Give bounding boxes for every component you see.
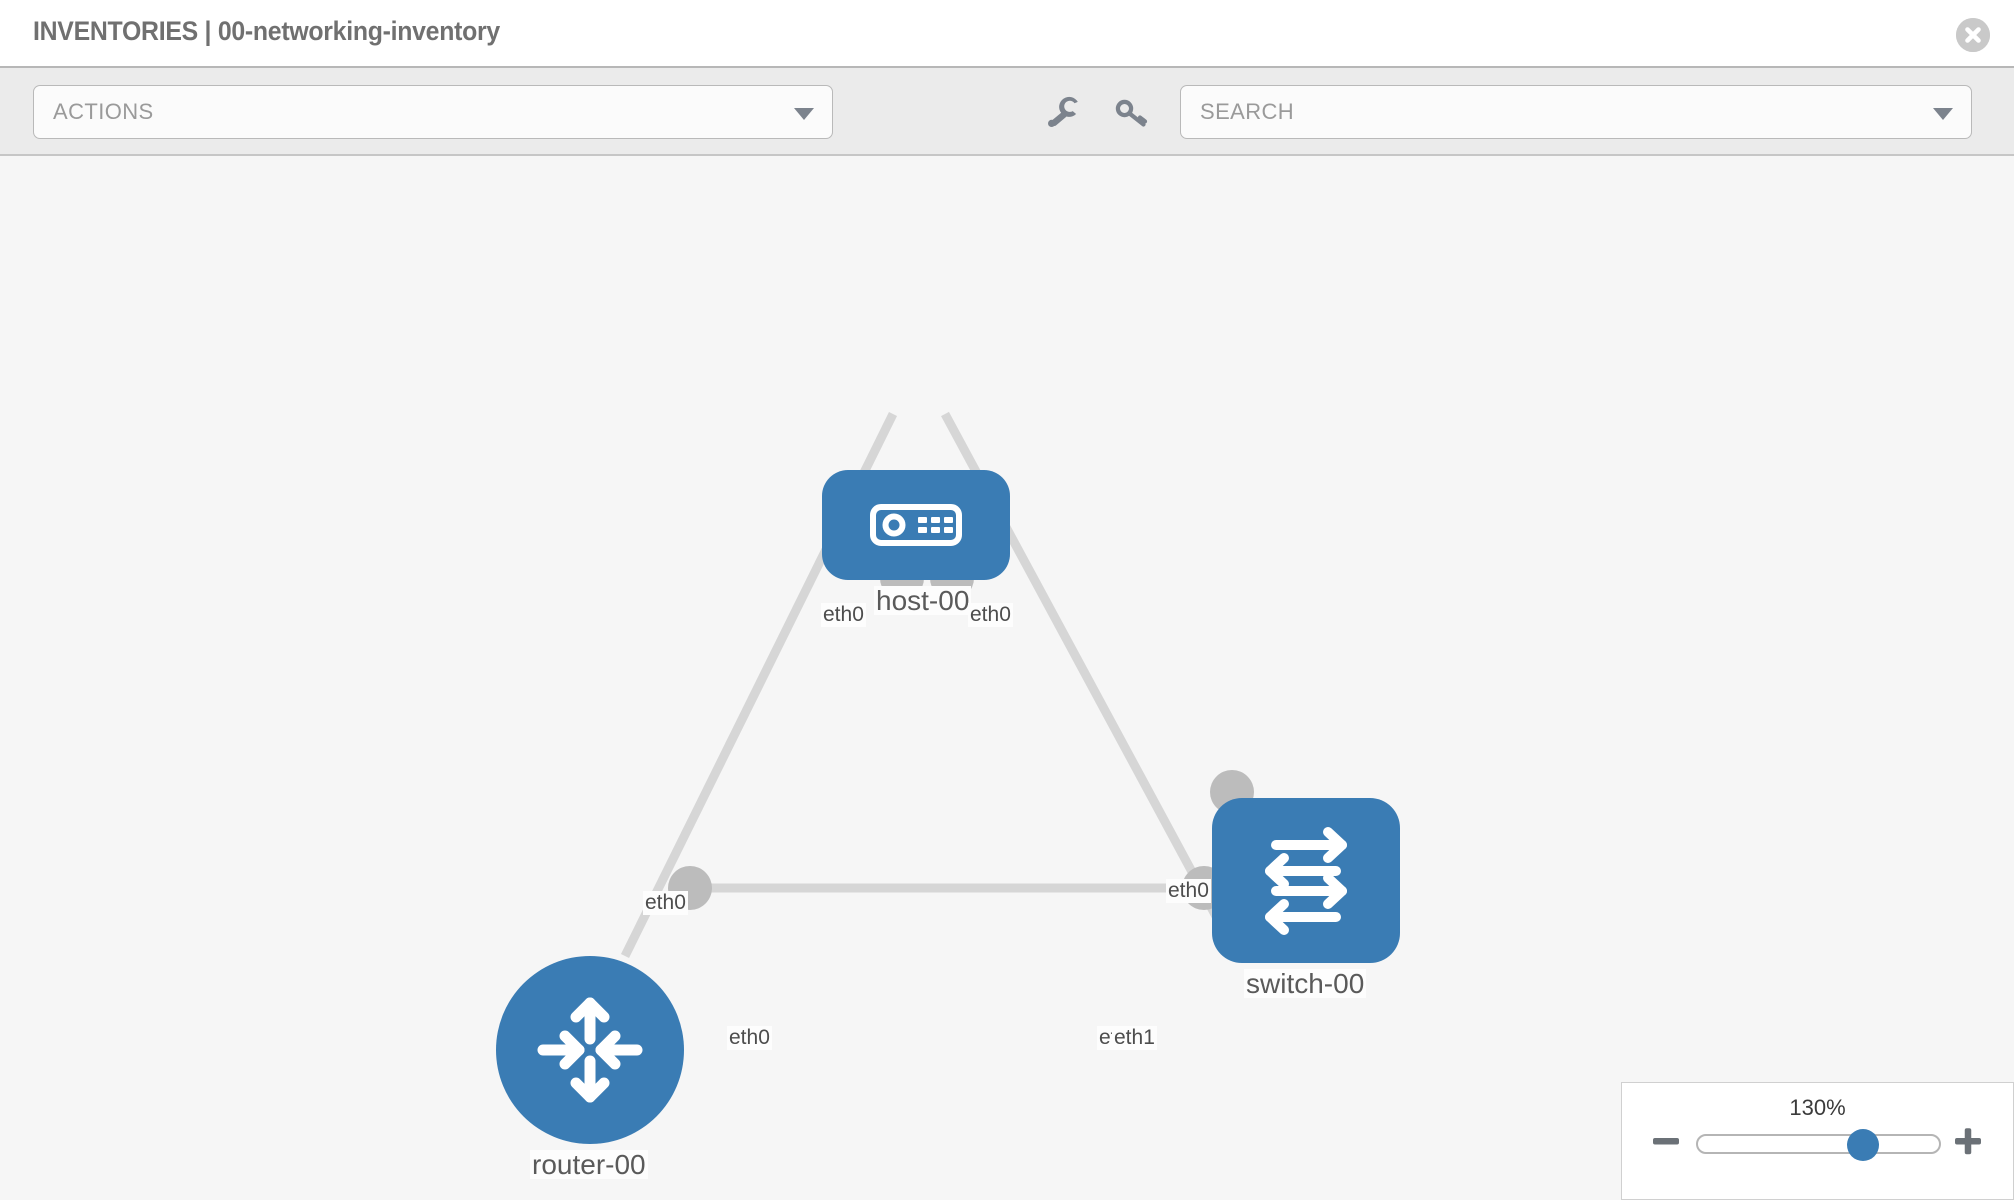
chevron-down-icon bbox=[794, 108, 814, 120]
search-placeholder: SEARCH bbox=[1200, 99, 1295, 124]
node-label: switch-00 bbox=[1244, 968, 1367, 999]
topology-toolbar: ACTIONS SEARCH bbox=[0, 68, 2014, 156]
zoom-level-label: 130% bbox=[1789, 1095, 1846, 1120]
node-label: host-00 bbox=[874, 585, 972, 616]
switch-node-shape bbox=[1212, 798, 1400, 963]
node-host-00[interactable]: host-00 bbox=[822, 470, 1010, 615]
host-node-shape bbox=[822, 470, 1010, 580]
page-title: INVENTORIES | 00-networking-inventory bbox=[33, 16, 500, 46]
edge-label-host-right: eth0 bbox=[968, 603, 1013, 628]
router-node-shape bbox=[496, 956, 684, 1144]
router-arrows-icon bbox=[537, 997, 643, 1103]
topology-canvas[interactable]: host-00 router-00 bbox=[0, 156, 2014, 1200]
topology-links bbox=[620, 411, 1236, 958]
edge-label-host-left: eth0 bbox=[821, 603, 866, 628]
actions-dropdown-label: ACTIONS bbox=[53, 99, 154, 124]
wrench-icon[interactable] bbox=[1045, 96, 1083, 130]
edge-label-router-up: eth0 bbox=[643, 891, 688, 916]
edge-label-router-right: eth0 bbox=[727, 1026, 772, 1051]
zoom-slider-thumb[interactable] bbox=[1847, 1129, 1879, 1161]
node-router-00[interactable]: router-00 bbox=[496, 956, 684, 1179]
key-icon[interactable] bbox=[1113, 96, 1151, 130]
plus-icon[interactable] bbox=[1952, 1125, 1984, 1157]
actions-dropdown[interactable]: ACTIONS bbox=[33, 85, 833, 139]
close-icon[interactable] bbox=[1956, 18, 1990, 52]
search-input[interactable]: SEARCH bbox=[1180, 85, 1972, 139]
minus-icon[interactable] bbox=[1650, 1125, 1682, 1157]
zoom-control-panel: 130% bbox=[1621, 1082, 2014, 1200]
switch-arrows-icon bbox=[1265, 826, 1347, 935]
zoom-slider[interactable] bbox=[1696, 1134, 1941, 1154]
page-header: INVENTORIES | 00-networking-inventory bbox=[0, 0, 2014, 68]
node-label: router-00 bbox=[530, 1149, 648, 1180]
edge-label-switch-up: eth0 bbox=[1166, 879, 1211, 904]
edge-label-switch-left: eth1 bbox=[1112, 1026, 1157, 1051]
node-switch-00[interactable]: switch-00 bbox=[1212, 798, 1400, 998]
chevron-down-icon[interactable] bbox=[1933, 108, 1953, 120]
server-icon bbox=[870, 504, 962, 546]
